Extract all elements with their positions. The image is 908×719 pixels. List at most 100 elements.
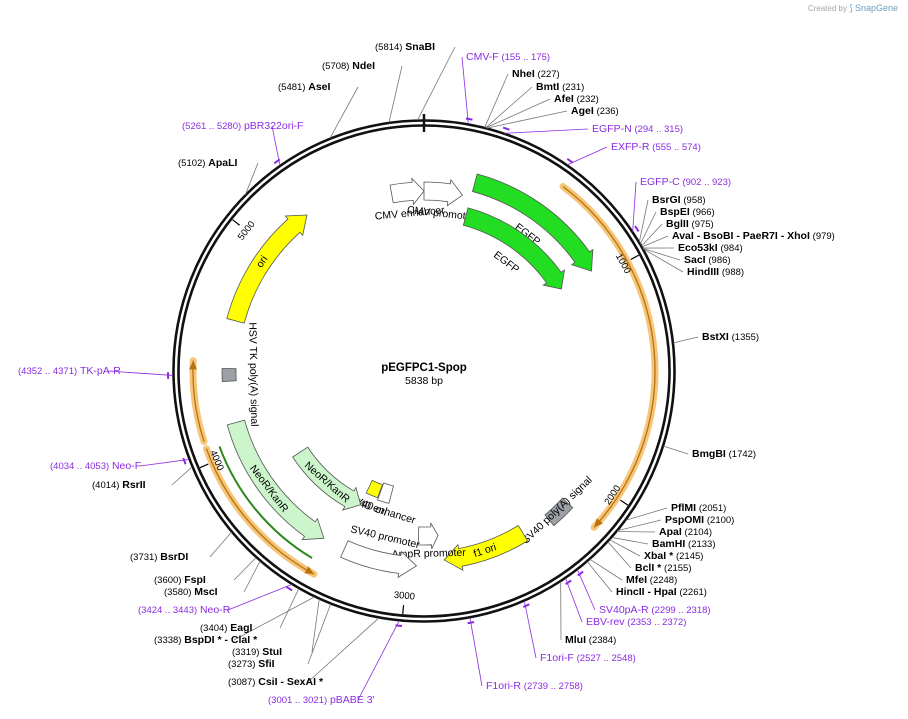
primer-label[interactable]: F1ori-R (2739 .. 2758) (486, 680, 583, 692)
site-label[interactable]: Eco53kI (984) (678, 242, 743, 254)
site-label[interactable]: (3273) SfiI (228, 658, 275, 670)
position-number: (2261) (679, 587, 706, 598)
position-number: (3404) (200, 623, 227, 634)
primer-label[interactable]: (5261 .. 5280) pBR322ori-F (182, 120, 303, 132)
site-label[interactable]: (3580) MscI (164, 586, 218, 598)
name-text: BsrDI (160, 551, 188, 563)
name-text: BglII (666, 218, 689, 230)
feature-sv40-polya[interactable] (544, 497, 574, 527)
feature-hsv-polya[interactable] (221, 368, 237, 382)
feature-sv40-enhancer[interactable] (377, 482, 394, 504)
position-number: (4014) (92, 480, 119, 491)
site-label[interactable]: (5102) ApaLI (178, 157, 238, 169)
position-number: (155 .. 175) (501, 52, 550, 63)
primer-leader-line (139, 459, 190, 467)
feature-neo-inner[interactable] (292, 446, 362, 511)
primer-label[interactable]: (3424 .. 3443) Neo-R (138, 604, 231, 616)
primer-leader-line (271, 125, 281, 166)
site-leader-line (642, 248, 681, 261)
feature-sv40-promoter[interactable] (340, 540, 418, 579)
primer-label[interactable]: CMV-F (155 .. 175) (466, 51, 550, 63)
feature-sv40-ori[interactable] (365, 479, 383, 499)
bp-tick-label: 3000 (393, 590, 415, 603)
green-feature-line (218, 446, 313, 559)
name-text: AvaI - BsoBI - PaeR7I - XhoI (672, 230, 810, 242)
feature-cmv-enhancer[interactable] (389, 177, 425, 206)
site-label[interactable]: (3087) CsiI - SexAI * (228, 676, 324, 688)
feature-cmv-promoter[interactable] (423, 178, 464, 207)
site-leader-line (233, 596, 315, 641)
site-label[interactable]: BmgBI (1742) (692, 448, 756, 460)
name-text: pBABE 3' (330, 694, 375, 706)
primer-label[interactable]: (4034 .. 4053) Neo-F (50, 460, 141, 472)
primer-label[interactable]: (3001 .. 3021) pBABE 3' (268, 694, 375, 706)
site-label[interactable]: BglII (975) (666, 218, 714, 230)
site-label[interactable]: BclI * (2155) (635, 562, 692, 574)
position-number: (294 .. 315) (634, 124, 683, 135)
site-label[interactable]: HindIII (988) (687, 266, 744, 278)
site-label[interactable]: (5814) SnaBI (375, 41, 435, 53)
site-label[interactable]: PflMI (2051) (671, 502, 726, 514)
site-label[interactable]: (3404) EagI (200, 622, 253, 634)
site-label[interactable]: MfeI (2248) (626, 574, 677, 586)
site-label[interactable]: HincII - HpaI (2261) (616, 586, 707, 598)
feature-label-ori: ori (254, 254, 270, 270)
position-number: (3001 .. 3021) (268, 695, 327, 706)
site-label[interactable]: ApaI (2104) (659, 526, 712, 538)
primer-label[interactable]: EXFP-R (555 .. 574) (611, 141, 701, 153)
feature-egfp-inner[interactable] (462, 207, 565, 290)
primer-label[interactable]: SV40pA-R (2299 .. 2318) (599, 604, 711, 616)
site-label[interactable]: BsrGI (958) (652, 194, 706, 206)
site-label[interactable]: NheI (227) (512, 68, 560, 80)
site-leader-line (625, 507, 668, 521)
primer-label[interactable]: EBV-rev (2353 .. 2372) (586, 616, 686, 628)
site-label[interactable]: SacI (986) (684, 254, 731, 266)
site-label[interactable]: (3731) BsrDI (130, 551, 188, 563)
primer-leader-line (469, 617, 483, 687)
site-label[interactable]: PspOMI (2100) (665, 514, 734, 526)
site-label[interactable]: AfeI (232) (554, 93, 599, 105)
name-text: AseI (308, 81, 330, 93)
primer-binding-mark (182, 457, 187, 465)
position-number: (1355) (732, 332, 759, 343)
feature-egfp-outer[interactable] (471, 173, 594, 272)
feature-neo-outer[interactable] (226, 419, 325, 541)
site-label[interactable]: AgeI (236) (571, 105, 619, 117)
site-label[interactable]: BspEI (966) (660, 206, 715, 218)
feature-f1-ori[interactable] (443, 524, 529, 572)
feature-ampr-promoter[interactable] (417, 522, 439, 549)
primer-label[interactable]: F1ori-F (2527 .. 2548) (540, 652, 636, 664)
site-label[interactable]: (5481) AseI (278, 81, 331, 93)
position-number: (988) (722, 267, 744, 278)
site-label[interactable]: BstXI (1355) (702, 331, 759, 343)
primer-label[interactable]: EGFP-C (902 .. 923) (640, 176, 731, 188)
name-text: Neo-F (112, 460, 141, 472)
name-text: BstXI (702, 331, 729, 343)
position-number: (4034 .. 4053) (50, 461, 109, 472)
site-label[interactable]: BamHI (2133) (652, 538, 716, 550)
site-label[interactable]: XbaI * (2145) (644, 550, 703, 562)
site-label[interactable]: BmtI (231) (536, 81, 584, 93)
site-label[interactable]: AvaI - BsoBI - PaeR7I - XhoI (979) (672, 230, 835, 242)
site-label[interactable]: (5708) NdeI (322, 60, 375, 72)
site-label[interactable]: MluI (2384) (565, 634, 616, 646)
site-label[interactable]: (4014) RsrII (92, 479, 146, 491)
name-text: SacI (684, 254, 706, 266)
site-label[interactable]: (3319) StuI (232, 646, 282, 658)
site-leader-line (640, 211, 657, 245)
site-leader-line (616, 531, 656, 533)
site-leader-line (244, 162, 259, 195)
name-text: XbaI * (644, 550, 674, 562)
site-label[interactable]: (3600) FspI (154, 574, 206, 586)
site-label[interactable]: (3338) BspDI * - ClaI * (154, 634, 258, 646)
position-number: (3319) (232, 647, 259, 658)
position-number: (5481) (278, 82, 305, 93)
primer-label[interactable]: (4352 .. 4371) TK-pA-R (18, 365, 121, 377)
feature-ori[interactable] (226, 214, 308, 324)
site-leader-line (417, 46, 456, 121)
primer-label[interactable]: EGFP-N (294 .. 315) (592, 123, 683, 135)
position-number: (3580) (164, 587, 191, 598)
primer-leader-line (461, 56, 469, 124)
